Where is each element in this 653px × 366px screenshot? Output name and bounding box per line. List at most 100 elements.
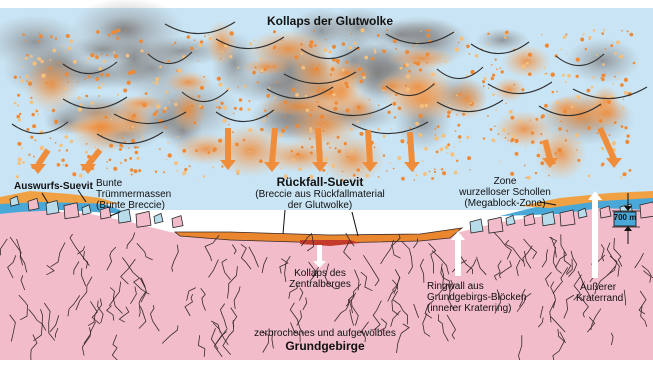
ember-dot <box>40 146 44 150</box>
ember-dot <box>305 95 307 97</box>
ember-dot <box>441 168 443 170</box>
ember-dot <box>203 76 205 78</box>
ember-dot <box>423 172 427 176</box>
ember-dot <box>426 29 429 32</box>
ember-dot <box>617 72 619 74</box>
ember-dot <box>22 33 25 36</box>
ember-dot <box>113 167 117 171</box>
ember-dot <box>159 148 161 150</box>
ember-dot <box>416 61 420 65</box>
ember-dot <box>566 130 568 132</box>
ember-dot <box>190 47 193 50</box>
ember-dot <box>558 127 562 131</box>
ember-dot <box>563 35 566 38</box>
ember-dot <box>264 68 267 71</box>
ember-dot <box>525 146 526 147</box>
ember-dot <box>284 100 288 104</box>
grund-label-line1: zerbrochenes und aufgewölbtes <box>200 328 450 339</box>
ember-dot <box>196 48 198 50</box>
ember-dot <box>21 147 23 149</box>
ember-dot <box>349 46 353 50</box>
megablock <box>524 214 535 226</box>
ember-dot <box>61 46 63 48</box>
ember-dot <box>580 38 584 42</box>
ember-dot <box>531 131 534 134</box>
ember-dot <box>549 114 551 116</box>
ember-dot <box>203 175 205 177</box>
ember-dot <box>66 149 68 151</box>
ember-dot <box>500 67 502 69</box>
ember-dot <box>264 110 266 112</box>
ember-dot <box>248 108 251 111</box>
ember-dot <box>21 79 24 82</box>
ember-dot <box>168 60 170 62</box>
ember-dot <box>521 64 525 68</box>
ember-dot <box>317 101 319 103</box>
ember-dot <box>483 85 485 87</box>
ember-dot <box>469 53 471 55</box>
ember-dot <box>117 94 119 96</box>
ember-dot <box>222 51 224 53</box>
megablock <box>488 217 503 233</box>
ember-dot <box>530 120 531 121</box>
ember-dot <box>331 67 335 71</box>
ember-dot <box>469 169 470 170</box>
zone-label-line1: Zone <box>445 176 565 187</box>
ringwall-label-line2: Grundgebirgs-Blöcken <box>427 292 527 303</box>
ember-dot <box>508 140 509 141</box>
ember-dot <box>519 121 522 124</box>
ember-dot <box>126 54 130 58</box>
ember-dot <box>405 63 409 67</box>
ember-dot <box>130 127 132 129</box>
ember-dot <box>350 150 353 153</box>
megablock <box>154 213 163 223</box>
ember-dot <box>237 67 239 69</box>
ember-dot <box>285 126 288 129</box>
ember-dot <box>26 80 28 82</box>
ember-dot <box>602 74 606 78</box>
ember-dot <box>28 154 30 156</box>
ember-dot <box>364 56 368 60</box>
ember-dot <box>106 54 108 56</box>
ember-dot <box>25 57 28 60</box>
ember-cluster <box>376 75 409 97</box>
ember-dot <box>94 137 96 139</box>
bunte-label-line3: (Bunte Breccie) <box>96 200 165 211</box>
ember-dot <box>451 110 453 112</box>
ember-dot <box>311 146 313 148</box>
ember-dot <box>159 66 161 68</box>
ember-dot <box>610 44 613 47</box>
ember-dot <box>456 160 458 162</box>
ember-dot <box>374 51 377 54</box>
ember-dot <box>511 138 515 142</box>
ember-dot <box>369 99 370 100</box>
ember-dot <box>65 51 67 53</box>
ember-dot <box>623 172 627 176</box>
ember-dot <box>50 59 52 61</box>
ember-dot <box>197 179 198 180</box>
ember-dot <box>273 48 275 50</box>
kollaps-label-line2: Zentralberges <box>270 279 370 290</box>
ember-dot <box>259 159 263 163</box>
ember-dot <box>165 91 168 94</box>
ember-dot <box>70 140 74 144</box>
megablock <box>64 203 79 219</box>
ember-dot <box>184 168 187 171</box>
ember-dot <box>98 95 100 97</box>
ember-dot <box>609 134 611 136</box>
ember-dot <box>94 146 96 148</box>
ember-dot <box>142 138 144 140</box>
ember-dot <box>229 55 232 58</box>
ember-dot <box>91 102 94 105</box>
ember-dot <box>131 174 133 176</box>
ember-dot <box>52 49 56 53</box>
ember-dot <box>389 162 391 164</box>
ember-dot <box>465 113 467 115</box>
ember-dot <box>601 32 604 35</box>
ember-dot <box>498 133 500 135</box>
ember-dot <box>65 135 69 139</box>
ember-dot <box>58 53 60 55</box>
ember-dot <box>524 165 526 167</box>
ember-dot <box>400 67 403 70</box>
ember-dot <box>177 136 178 137</box>
